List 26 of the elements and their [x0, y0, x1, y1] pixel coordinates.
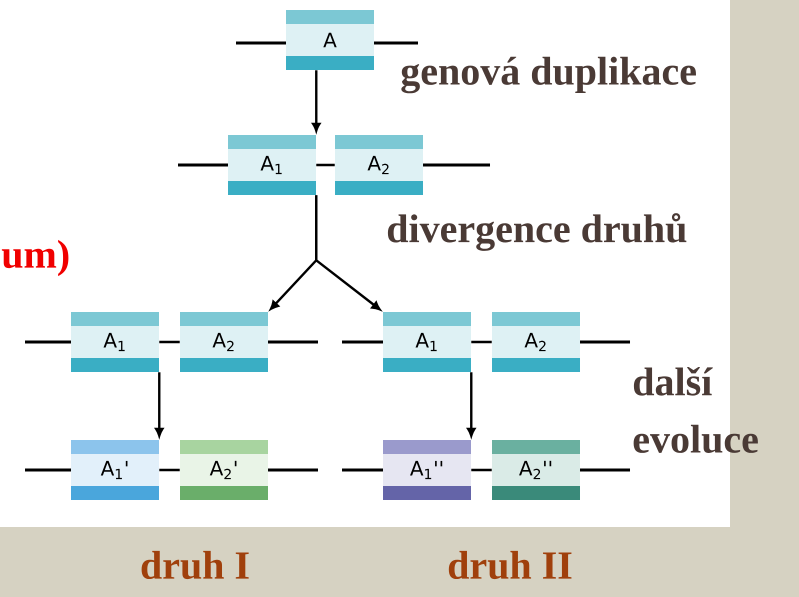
arrow: [467, 372, 476, 437]
label-text: druh I: [142, 550, 249, 580]
arrow: [315, 195, 381, 310]
chromosome-line: [159, 340, 180, 344]
label-text: divergence druhů: [388, 213, 686, 251]
chromosome-line: [471, 468, 492, 472]
gene-box: A: [286, 10, 374, 70]
label-text: druh II: [448, 550, 572, 580]
gene-box: A$_{2}$: [335, 135, 423, 195]
gene-box: A$_{1}$'': [383, 440, 471, 500]
arrow: [312, 70, 321, 132]
gene-box: A$_{2}$'': [492, 440, 580, 500]
gene-box: A$_{1}$: [71, 312, 159, 372]
gene-box: A$_{2}$: [492, 312, 580, 372]
gene-box: A$_{1}$: [383, 312, 471, 372]
chromosome-line: [471, 340, 492, 344]
gene-box: A$_{2}$': [180, 440, 268, 500]
label-text: další evoluce: [634, 367, 758, 453]
chromosome-line: [159, 468, 180, 472]
gene-box: A$_{1}$: [228, 135, 316, 195]
label-text: um): [2, 240, 68, 276]
gene-box: A$_{2}$: [180, 312, 268, 372]
label-text: genová duplikace: [401, 56, 696, 94]
arrow: [155, 372, 164, 437]
gene-box: A$_{1}$': [71, 440, 159, 500]
chromosome-line: [316, 164, 335, 166]
